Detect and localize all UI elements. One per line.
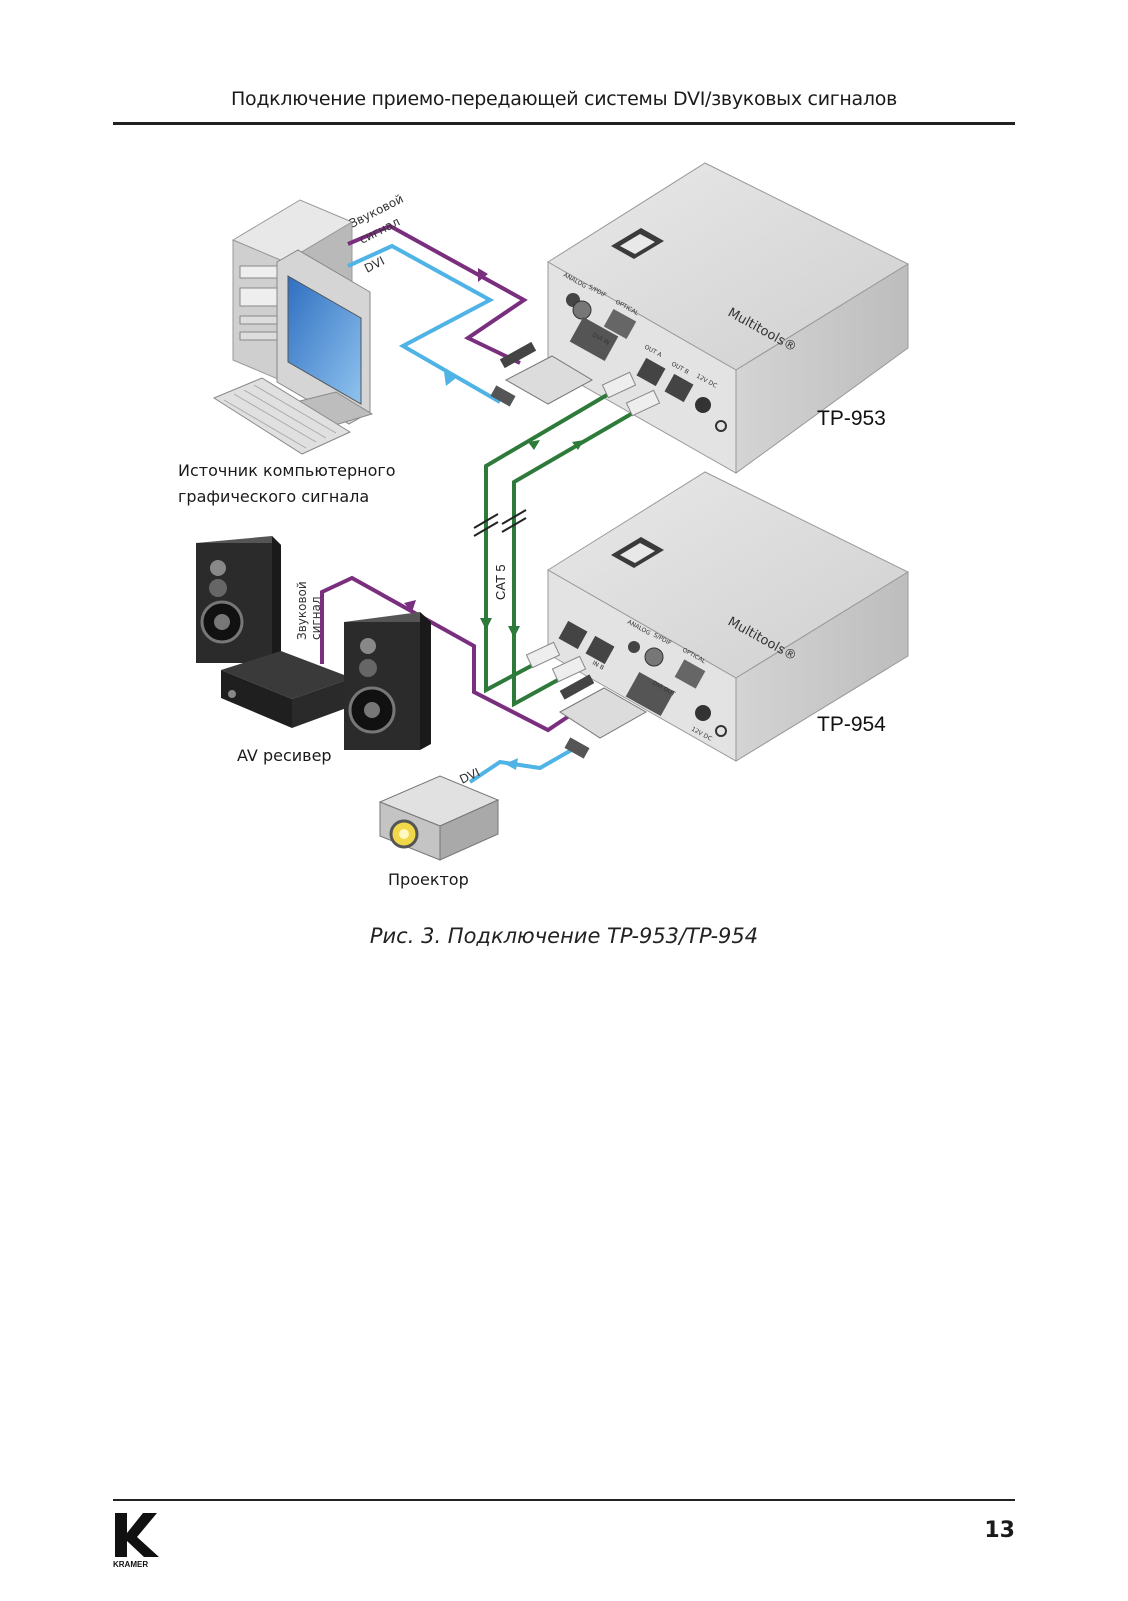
tp-954-device: Multitools® ANALOG S/PDIF OPTICAL DVI OU…: [547, 471, 910, 762]
speaker-left-illustration: [196, 536, 281, 663]
tp-954-label: TP-954: [817, 713, 886, 736]
page-header-title: Подключение приемо-передающей системы DV…: [231, 88, 897, 110]
tp-953-device: Multitools® ANALOG S/PDIF OPTICAL DVI IN…: [547, 162, 910, 474]
audio-cable-bottom: [320, 575, 577, 733]
audio-signal-label-left-2: сигнал: [309, 596, 323, 640]
computer-source-illustration: [212, 199, 374, 455]
cat5-cables: [480, 390, 640, 708]
source-label-line2: графического сигнала: [178, 487, 369, 506]
footer-rule: [113, 1499, 1015, 1501]
figure-caption: Рис. 3. Подключение TP-953/TP-954: [369, 924, 759, 948]
kramer-logo-text: KRAMER: [113, 1560, 148, 1569]
dvi-connectors: [490, 341, 661, 759]
cat5-label: CAT 5: [493, 564, 508, 600]
dvi-cable-bottom: [468, 746, 576, 784]
header-rule: [113, 122, 1015, 125]
av-receiver-label: AV ресивер: [237, 746, 332, 765]
projector-illustration: [378, 775, 500, 861]
av-receiver-illustration: [221, 651, 352, 728]
dvi-cable-top: [347, 243, 501, 404]
kramer-logo: KRAMER: [113, 1513, 159, 1569]
dvi-label-bottom: DVI: [457, 765, 482, 786]
speaker-right-illustration: [344, 612, 431, 750]
audio-signal-label-left: Звуковой: [295, 581, 309, 640]
page-number: 13: [984, 1518, 1015, 1543]
source-label-line1: Источник компьютерного: [178, 461, 396, 480]
audio-cable-top: [347, 223, 528, 365]
tp-953-label: TP-953: [817, 407, 886, 430]
projector-label: Проектор: [388, 870, 469, 889]
cable-break-marks: [473, 509, 527, 537]
